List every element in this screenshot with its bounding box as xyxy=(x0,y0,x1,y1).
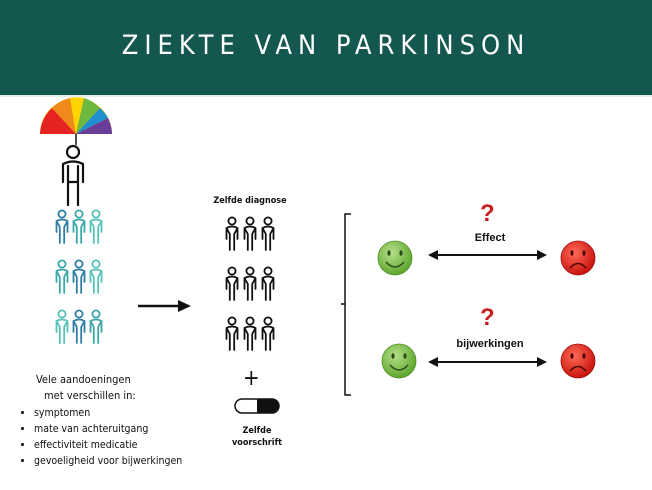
title-banner: ZIEKTE VAN PARKINSON xyxy=(0,0,652,97)
same-prescription-label-line1: Zelfde xyxy=(242,426,272,436)
intro-line-2: met verschillen in: xyxy=(44,389,136,402)
effect-label: Effect xyxy=(474,232,506,244)
differences-list: symptomen mate van achteruitgang effecti… xyxy=(20,405,182,469)
list-item: gevoeligheid voor bijwerkingen xyxy=(34,453,182,469)
pill-capsule-icon xyxy=(234,398,280,414)
sad-face-icon xyxy=(560,240,596,276)
list-item: mate van achteruitgang xyxy=(34,421,182,437)
side-effects-label: bijwerkingen xyxy=(456,338,524,350)
rainbow-umbrella-icon xyxy=(40,97,112,145)
happy-face-icon xyxy=(381,343,417,379)
same-diagnosis-label: Zelfde diagnose xyxy=(213,196,287,206)
big-person-icon xyxy=(61,144,85,207)
plus-sign: + xyxy=(243,366,260,391)
same-prescription-label-line2: voorschrift xyxy=(232,438,282,448)
title-underline xyxy=(0,95,652,97)
brace-bracket xyxy=(341,213,351,396)
question-mark-side-effects: ? xyxy=(480,304,495,331)
double-arrow-effect xyxy=(428,250,547,260)
double-arrow-side-effects xyxy=(428,357,547,367)
list-item: symptomen xyxy=(34,405,182,421)
right-arrow-icon xyxy=(138,300,191,312)
colored-people-group xyxy=(55,209,103,344)
happy-face-icon xyxy=(377,240,413,276)
slide-title: ZIEKTE VAN PARKINSON xyxy=(121,30,531,61)
black-people-group xyxy=(225,216,275,351)
intro-line-1: Vele aandoeningen xyxy=(36,373,131,386)
question-mark-effect: ? xyxy=(480,200,495,227)
sad-face-icon xyxy=(560,343,596,379)
list-item: effectiviteit medicatie xyxy=(34,437,182,453)
